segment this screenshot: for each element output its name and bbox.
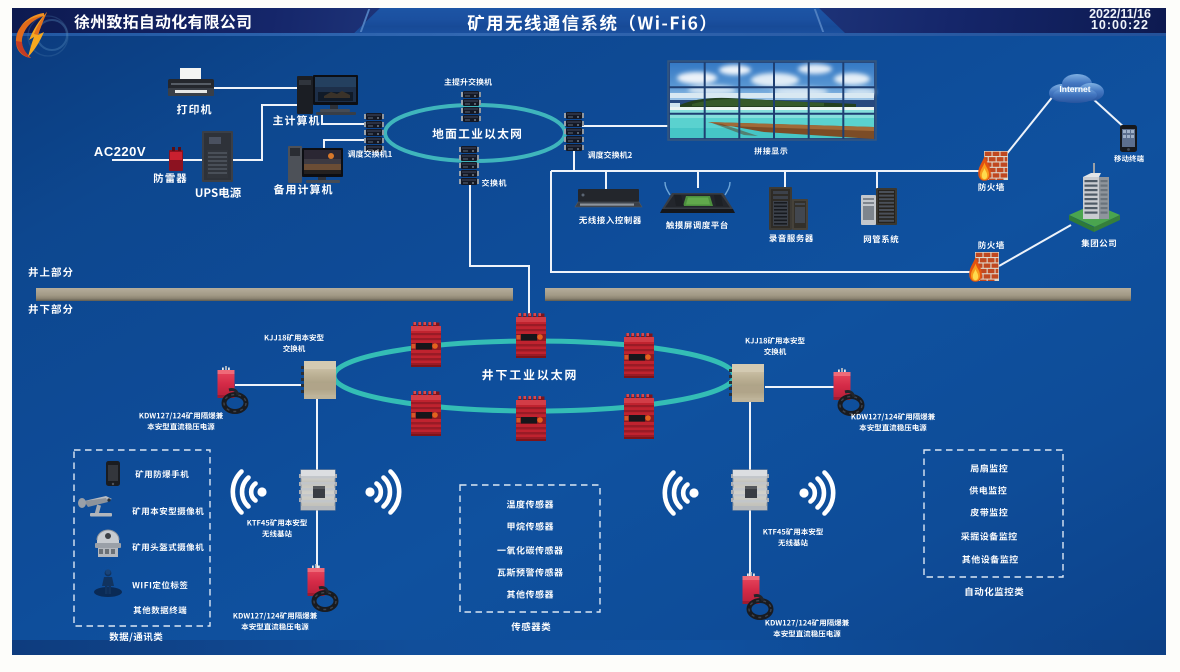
svg-text:Internet: Internet	[1059, 84, 1090, 94]
